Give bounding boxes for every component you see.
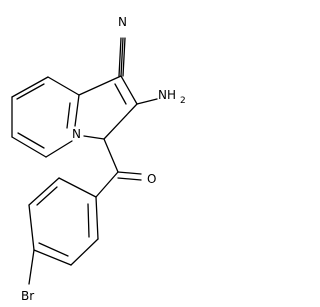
nitrile-nitrogen-label: N [118, 15, 127, 29]
aryl-bond-3 [28, 204, 35, 251]
aryl-bond-6 [95, 196, 99, 240]
aryl-bond-1 [58, 177, 97, 198]
carbonyl-aryl-bond [95, 171, 119, 198]
c3-carbonyl-bond [103, 138, 119, 173]
ring-bond-c8a-c8 [47, 76, 80, 96]
ring-bond-n-c8a-inner [66, 102, 71, 129]
amino-bond [136, 98, 158, 105]
aryl-bond-6-inner [87, 203, 90, 238]
indolizine-nitrogen-label: N [72, 127, 81, 141]
ring-bond-c6-c5 [11, 136, 47, 158]
aryl-bond-2 [28, 177, 60, 206]
bromo-bond [28, 249, 35, 285]
ring-bond-c8-c7 [11, 76, 49, 98]
nitrile-bond-3 [120, 37, 124, 77]
aryl-bond-4-inner [38, 242, 69, 257]
ring-bond-c3-n [83, 135, 105, 140]
amino-nitrogen-label: NH [158, 88, 176, 102]
ring-bond-c6-c5-inner [17, 132, 45, 149]
nitrile-bond-1 [118, 37, 122, 77]
ring-bond-n-c8a [74, 94, 80, 127]
bromine-label: Br [21, 289, 34, 303]
carbonyl-double-bond-b [117, 177, 142, 181]
ring-bond-c5-n [45, 140, 73, 158]
indolizine-structure-diagram: N NH 2 N O Br [11, 15, 186, 303]
ring-bond-c8-c7-inner [16, 83, 45, 100]
aryl-bond-5 [70, 238, 99, 266]
aryl-bond-4 [33, 249, 72, 266]
ring-bond-c8a-c1 [78, 75, 122, 96]
ring-bond-c1-c2 [120, 75, 138, 105]
ring-bond-c2-c3 [103, 103, 138, 140]
chemical-structure-canvas: N NH 2 N O Br [11, 15, 186, 303]
carbonyl-oxygen-label: O [147, 172, 156, 186]
ring-bond-c1-c2-inner [114, 83, 127, 105]
amino-subscript-label: 2 [180, 96, 186, 106]
aryl-bond-2-inner [36, 186, 58, 206]
nitrile-bond-2 [122, 37, 126, 77]
carbonyl-double-bond-a [117, 171, 142, 175]
